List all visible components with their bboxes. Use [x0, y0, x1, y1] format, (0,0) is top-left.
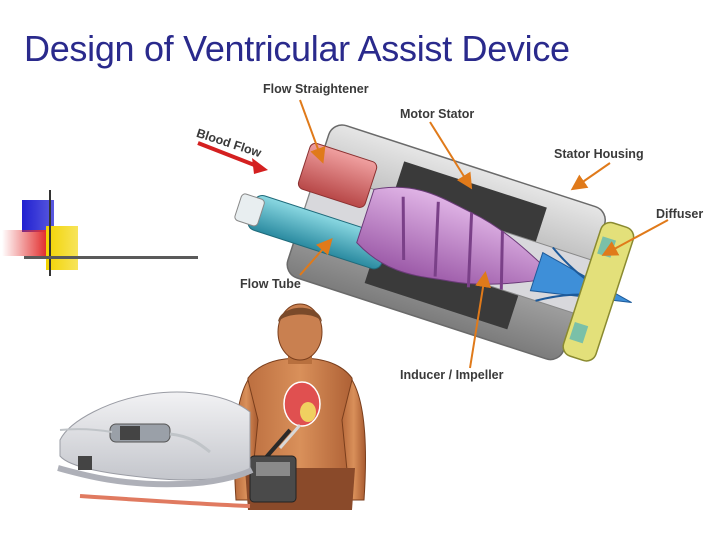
label-flow-straightener: Flow Straightener	[263, 82, 369, 96]
decor-horizontal-line	[24, 256, 198, 259]
decor-red-square	[2, 230, 46, 256]
decor-vertical-line	[49, 190, 51, 276]
label-motor-stator: Motor Stator	[400, 107, 475, 121]
patient-illustration	[234, 303, 366, 510]
blood-flow-arrow	[197, 141, 263, 170]
label-stator-housing: Stator Housing	[554, 147, 644, 161]
slide-title: Design of Ventricular Assist Device	[24, 28, 570, 69]
label-inducer-impeller: Inducer / Impeller	[400, 368, 504, 382]
decor-yellow-square	[46, 226, 78, 270]
pump-cutaway	[197, 99, 669, 369]
hand-illustration	[57, 391, 254, 508]
motor-stator	[391, 161, 547, 246]
label-flow-tube: Flow Tube	[240, 277, 301, 291]
leader-arrows	[299, 99, 669, 369]
label-diffuser: Diffuser	[656, 207, 704, 221]
